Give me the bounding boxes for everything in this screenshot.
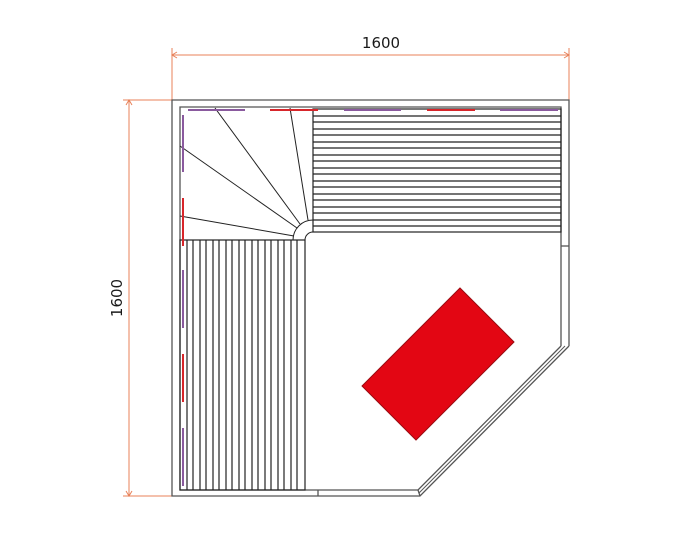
width-label: 1600 [362,34,400,52]
glass-front [418,345,566,494]
left-dimension [123,99,172,497]
upper-bench [312,108,562,233]
light-strips [182,109,558,486]
corner-steps [179,107,314,241]
top-dimension [171,48,570,100]
heater [361,287,515,441]
height-label: 1600 [108,279,126,317]
left-bench [179,239,306,491]
